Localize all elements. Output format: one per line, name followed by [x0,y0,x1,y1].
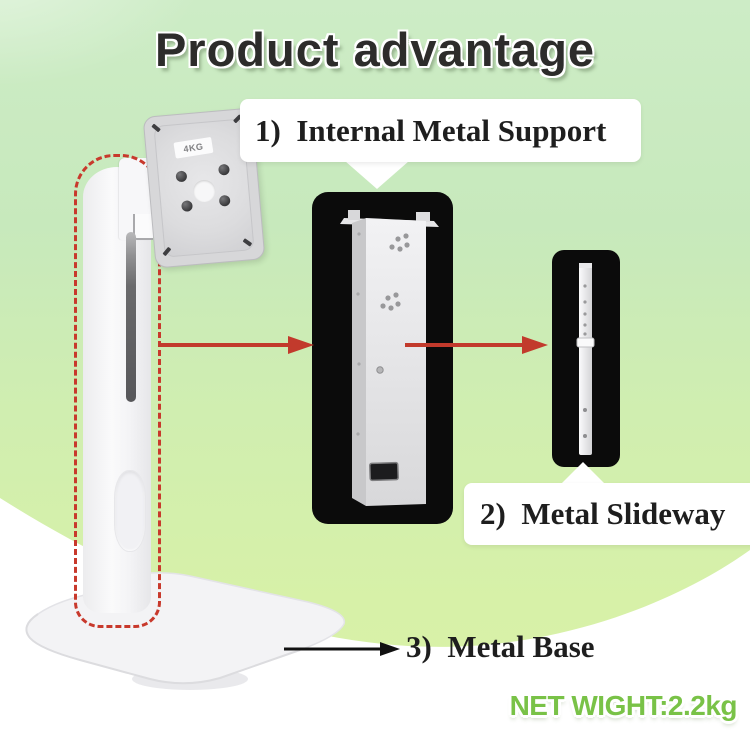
metal-slideway-image [576,263,595,455]
cable-hole [114,470,146,552]
slideway-photo-panel [552,250,620,467]
callout-internal-metal-support: 1) Internal Metal Support [240,99,641,162]
callout-metal-base: 3) Metal Base [406,629,595,664]
callout1-pointer [345,161,409,189]
callout2-pointer [561,462,605,484]
column-slide-slot [126,232,136,402]
net-weight-text: NET WIGHT:2.2kg [509,690,738,721]
bracket-hook-detail [133,214,153,240]
callout-metal-slideway: 2) Metal Slideway [464,483,750,545]
dashed-highlight-outline [74,154,161,628]
callout1-label: 1) Internal Metal Support [255,112,607,148]
internal-metal-support-image [340,210,439,506]
callout2-label: 2) Metal Slideway [480,496,726,531]
page-title: Product advantage [154,23,596,76]
internal-support-photo-panel [312,192,453,524]
